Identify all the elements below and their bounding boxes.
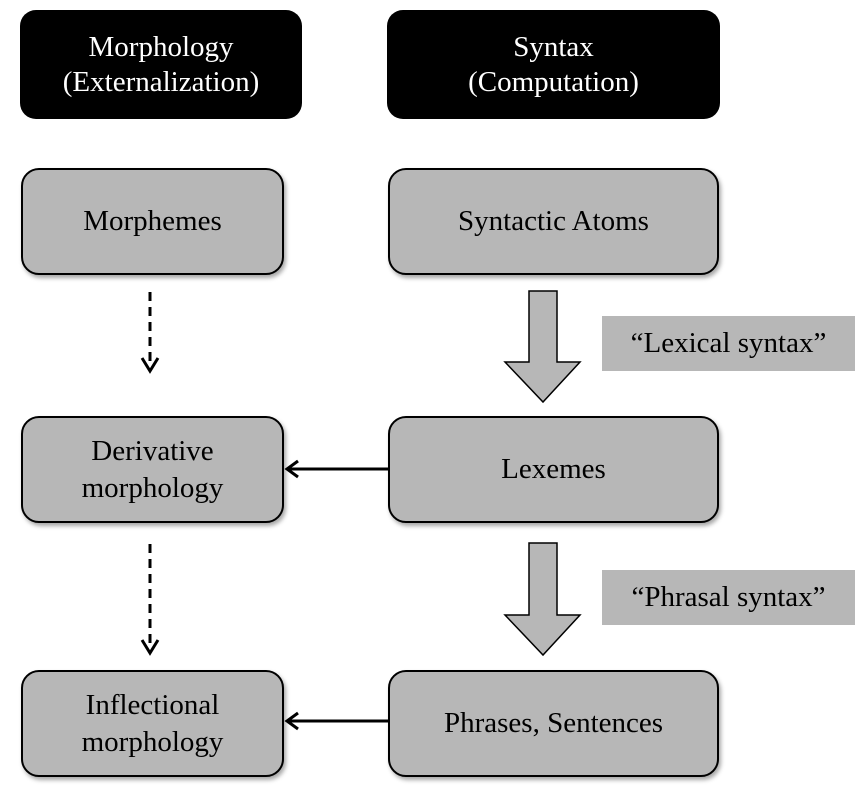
node-syntactic-atoms-label: Syntactic Atoms <box>458 205 649 237</box>
node-phrases-sentences: Phrases, Sentences <box>388 670 719 777</box>
node-morphemes: Morphemes <box>21 168 284 275</box>
dashed-arrow-morphemes-to-derivative <box>140 292 160 374</box>
node-morphemes-label: Morphemes <box>83 205 222 237</box>
label-phrasal-syntax-text: “Phrasal syntax” <box>631 581 826 613</box>
node-inflectional-line2: morphology <box>81 725 224 758</box>
node-derivative-line1: Derivative <box>91 434 214 467</box>
node-lexemes: Lexemes <box>388 416 719 523</box>
node-derivative-line2: morphology <box>81 471 224 504</box>
node-syntactic-atoms: Syntactic Atoms <box>388 168 719 275</box>
node-derivative-morphology: Derivative morphology <box>21 416 284 523</box>
dashed-arrow-derivative-to-inflectional <box>140 544 160 656</box>
header-syntax-title: Syntax <box>513 30 594 63</box>
label-phrasal-syntax: “Phrasal syntax” <box>602 570 855 625</box>
node-inflectional-morphology: Inflectional morphology <box>21 670 284 777</box>
block-arrow-phrasal-syntax <box>503 542 582 657</box>
label-lexical-syntax: “Lexical syntax” <box>602 316 855 371</box>
node-lexemes-label: Lexemes <box>501 453 606 485</box>
header-syntax: Syntax (Computation) <box>387 10 720 119</box>
arrow-phrases-to-inflectional <box>284 711 388 731</box>
header-syntax-subtitle: (Computation) <box>468 65 639 98</box>
header-morphology-subtitle: (Externalization) <box>62 65 260 98</box>
header-morphology: Morphology (Externalization) <box>20 10 302 119</box>
node-phrases-label: Phrases, Sentences <box>443 707 664 739</box>
node-inflectional-line1: Inflectional <box>85 688 220 721</box>
label-lexical-syntax-text: “Lexical syntax” <box>630 327 827 359</box>
block-arrow-lexical-syntax <box>503 290 582 404</box>
header-morphology-title: Morphology <box>88 30 234 63</box>
arrow-lexemes-to-derivative <box>284 459 388 479</box>
